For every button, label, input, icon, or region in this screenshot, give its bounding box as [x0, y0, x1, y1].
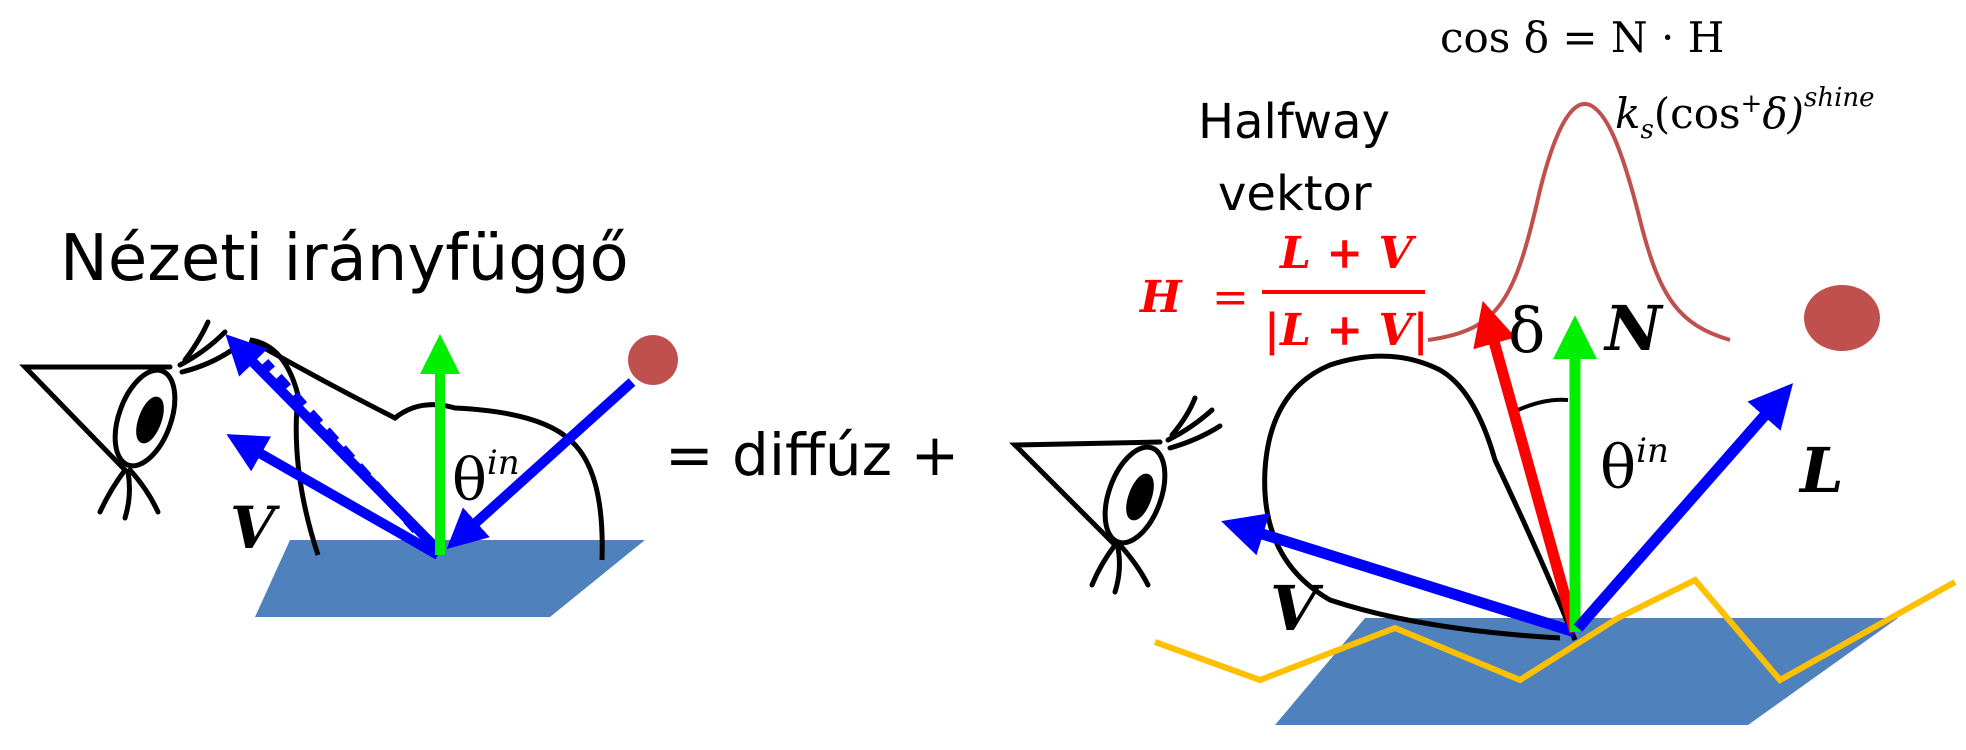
halfway-label-line2: vektor	[1218, 166, 1372, 222]
halfway-label-line1: Halfway	[1198, 94, 1390, 150]
svg-text:|L + V|: |L + V|	[1264, 305, 1429, 356]
delta-label: δ	[1508, 294, 1545, 367]
cos-delta-formula: cos δ = N · H	[1440, 13, 1724, 62]
halfway-vector	[1473, 300, 1581, 634]
specular-lobe-curve	[1427, 102, 1731, 342]
svg-text:cos δ = N · H: cos δ = N · H	[1440, 13, 1724, 62]
left-light-vector	[446, 378, 636, 550]
right-surface	[1275, 618, 1898, 725]
eye-icon	[19, 319, 235, 521]
left-view-vector	[226, 434, 441, 560]
halfway-formula: H = L + V |L + V|	[1138, 228, 1429, 356]
left-theta: θin	[452, 443, 520, 514]
lobe-formula: ks(cos+δ)shine	[1615, 83, 1875, 145]
rough-surface-profile	[1153, 576, 1957, 684]
svg-text:=: =	[1212, 272, 1249, 323]
light-source-icon	[628, 335, 678, 385]
svg-text:L + V: L + V	[1278, 228, 1416, 279]
left-v-label: V	[230, 494, 280, 562]
right-reflection-lobe	[1262, 353, 1578, 641]
right-l-label: L	[1798, 434, 1844, 507]
eye-icon	[1009, 395, 1223, 595]
svg-text:H: H	[1138, 272, 1183, 323]
delta-arc	[1517, 397, 1569, 412]
operator-text: = diffúz +	[665, 421, 959, 489]
light-source-icon	[1804, 285, 1880, 351]
right-n-label: N	[1603, 292, 1664, 365]
right-v-label: V	[1270, 572, 1324, 645]
title: Nézeti irányfüggő	[60, 222, 629, 296]
right-view-vector	[1221, 513, 1577, 638]
right-theta: θin	[1600, 431, 1669, 503]
right-light-vector	[1573, 383, 1794, 632]
left-surface	[255, 540, 645, 617]
left-view-vector-upper	[225, 334, 444, 556]
